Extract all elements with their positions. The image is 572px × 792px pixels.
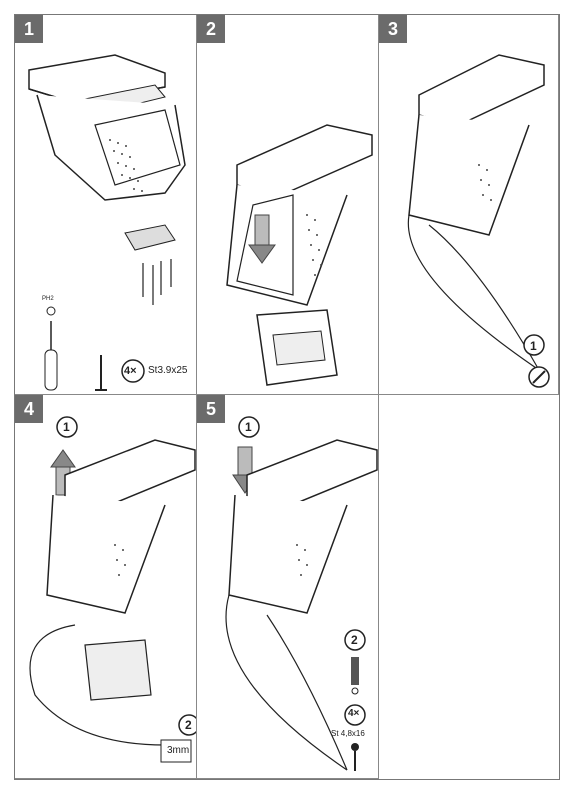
marker-1-circle bbox=[523, 334, 545, 356]
quantity-badge bbox=[121, 359, 145, 383]
drill-icon bbox=[160, 739, 192, 763]
step-1-number: 1 bbox=[15, 15, 43, 43]
quantity-label: 4× bbox=[124, 365, 137, 377]
armrest-lower-illustration bbox=[226, 124, 373, 386]
armrest-lift-illustration bbox=[29, 416, 196, 763]
marker-1-label: 1 bbox=[63, 420, 70, 434]
marker-2-label: 2 bbox=[185, 718, 192, 732]
screwdriver-icon bbox=[44, 306, 58, 391]
screw-spec: St 4,8x16 bbox=[331, 729, 365, 738]
screwdriver-icon bbox=[351, 657, 359, 695]
armrest-assembly-illustration bbox=[28, 54, 186, 391]
step-4-number: 4 bbox=[15, 395, 43, 423]
screw-spec: St3.9x25 bbox=[148, 365, 188, 376]
step-4-panel: 4 1 2 3mm bbox=[15, 395, 197, 779]
drill-size-label: 3mm bbox=[167, 745, 190, 756]
screws bbox=[142, 259, 172, 305]
perforation-dots bbox=[109, 139, 143, 192]
instruction-sheet: 1 bbox=[14, 14, 560, 780]
marker-1-label: 1 bbox=[245, 420, 252, 434]
step-2-panel: 2 bbox=[197, 15, 379, 395]
quantity-label: 4× bbox=[348, 708, 360, 719]
marker-1-label: 1 bbox=[530, 339, 537, 353]
down-arrow-icon bbox=[248, 214, 276, 264]
step-2-number: 2 bbox=[197, 15, 225, 43]
armrest-fix-illustration bbox=[225, 416, 378, 771]
step-5-panel: 5 1 2 bbox=[197, 395, 379, 779]
marker-2-label: 2 bbox=[351, 633, 358, 647]
step-1-panel: 1 bbox=[15, 15, 197, 395]
screw-icon bbox=[95, 355, 107, 391]
screw-icon bbox=[351, 743, 359, 771]
step-5-number: 5 bbox=[197, 395, 225, 423]
step-3-panel: 3 1 bbox=[379, 15, 559, 395]
tool-label: PH2 bbox=[42, 296, 54, 302]
armrest-positioning-illustration bbox=[407, 54, 550, 388]
step-3-number: 3 bbox=[379, 15, 407, 43]
